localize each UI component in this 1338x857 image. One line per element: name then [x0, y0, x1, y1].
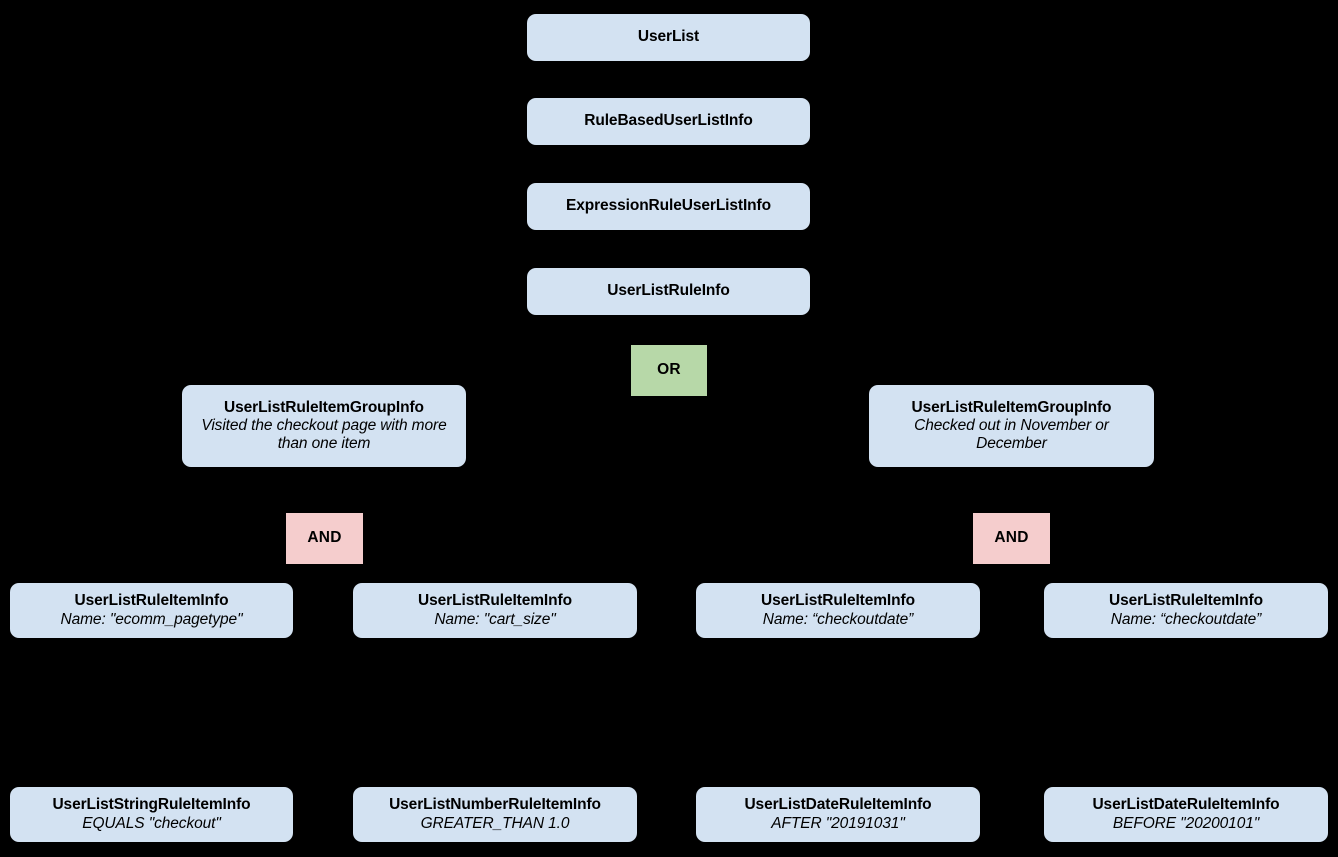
operator-label: AND: [307, 529, 342, 547]
node-user-list[interactable]: UserList: [527, 14, 810, 61]
node-subtitle: Visited the checkout page with more than…: [201, 416, 447, 453]
node-title: UserListRuleItemInfo: [418, 592, 572, 610]
node-and-operator-right[interactable]: AND: [973, 513, 1050, 564]
node-subtitle: Name: "cart_size": [434, 610, 556, 628]
node-or-operator[interactable]: OR: [631, 345, 707, 396]
node-title: UserListRuleItemInfo: [1109, 592, 1263, 610]
node-title: UserListNumberRuleItemInfo: [389, 796, 601, 814]
node-subtitle: Name: "ecomm_pagetype": [60, 610, 243, 628]
node-and-operator-left[interactable]: AND: [286, 513, 363, 564]
operator-label: OR: [657, 361, 681, 379]
node-title: UserListStringRuleItemInfo: [52, 796, 251, 814]
node-title: UserList: [637, 28, 700, 46]
node-title: UserListDateRuleItemInfo: [744, 796, 932, 814]
node-subtitle: GREATER_THAN 1.0: [420, 814, 570, 832]
node-title: UserListDateRuleItemInfo: [1092, 796, 1280, 814]
node-title: ExpressionRuleUserListInfo: [566, 197, 771, 215]
node-subtitle: Checked out in November or December: [914, 416, 1109, 453]
node-title: UserListRuleInfo: [607, 282, 730, 300]
node-title: UserListRuleItemInfo: [761, 592, 915, 610]
node-subtitle: AFTER "20191031": [771, 814, 905, 832]
node-title: UserListRuleItemGroupInfo: [911, 398, 1112, 416]
node-user-list-rule-info[interactable]: UserListRuleInfo: [527, 268, 810, 315]
node-title: UserListRuleItemInfo: [74, 592, 229, 610]
node-title: UserListRuleItemGroupInfo: [224, 398, 424, 416]
operator-label: AND: [994, 529, 1029, 547]
node-expression-rule-user-list-info[interactable]: ExpressionRuleUserListInfo: [527, 183, 810, 230]
node-subtitle: Name: “checkoutdate”: [1110, 610, 1262, 628]
node-subtitle: Name: “checkoutdate”: [762, 610, 914, 628]
node-subtitle: EQUALS "checkout": [82, 814, 221, 832]
node-subtitle: BEFORE "20200101": [1112, 814, 1260, 832]
node-title: RuleBasedUserListInfo: [584, 112, 753, 130]
node-rule-based-user-list-info[interactable]: RuleBasedUserListInfo: [527, 98, 810, 145]
